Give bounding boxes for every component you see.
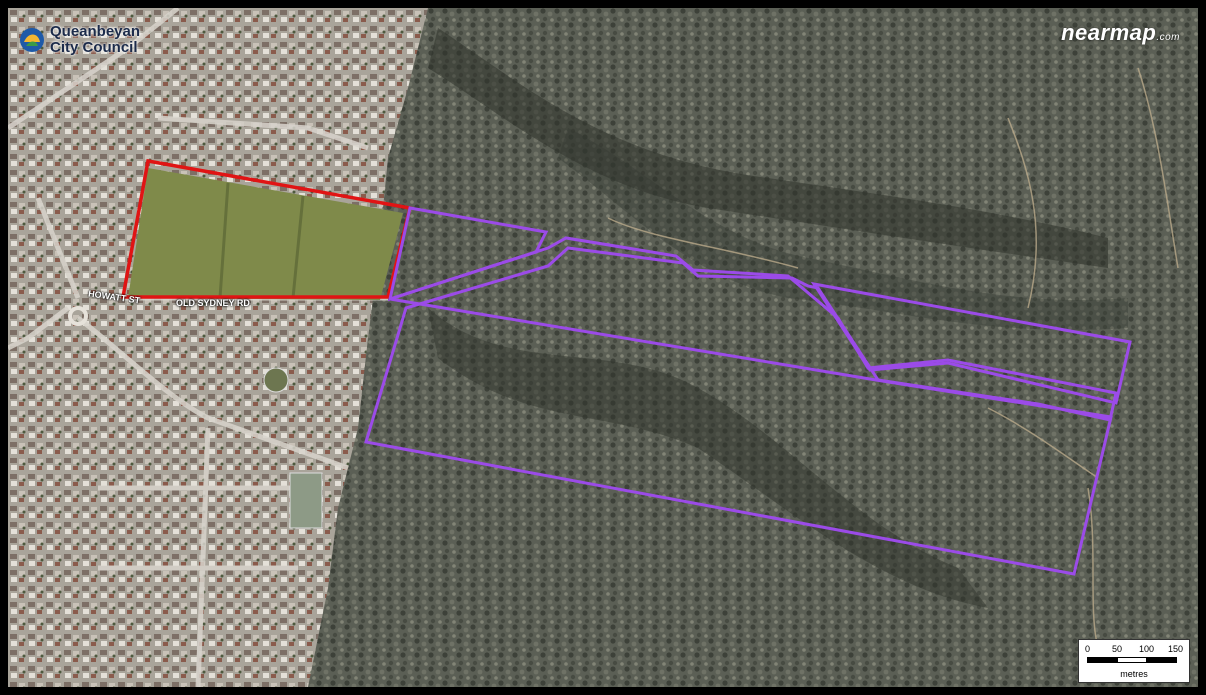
sports-field [128,168,403,300]
council-name-line2: City Council [50,39,138,56]
map-frame: Queanbeyan City Council nearmap.com HOWA… [8,8,1198,687]
council-name: Queanbeyan City Council [50,24,140,56]
scale-unit: metres [1120,669,1148,679]
scale-tick-100: 100 [1139,644,1155,654]
council-name-line1: Queanbeyan [50,23,141,40]
provider-name: nearmap [1061,20,1157,45]
council-emblem-icon [20,28,44,52]
scale-tick-150: 150 [1168,644,1184,654]
council-logo: Queanbeyan City Council [14,14,154,64]
provider-suffix: .com [1156,32,1180,43]
scale-tick-0: 0 [1085,644,1091,654]
road-label-old-sydney-rd: OLD SYDNEY RD [176,298,250,308]
purple-boundaries[interactable] [364,206,1132,576]
aerial-map[interactable] [8,8,1198,687]
scale-bar: 0 50 100 150 metres [1078,639,1190,683]
nearmap-brand: nearmap.com [1061,20,1180,46]
red-boundary[interactable] [120,158,413,299]
scale-tick-50: 50 [1112,644,1123,654]
suburb [8,8,428,687]
